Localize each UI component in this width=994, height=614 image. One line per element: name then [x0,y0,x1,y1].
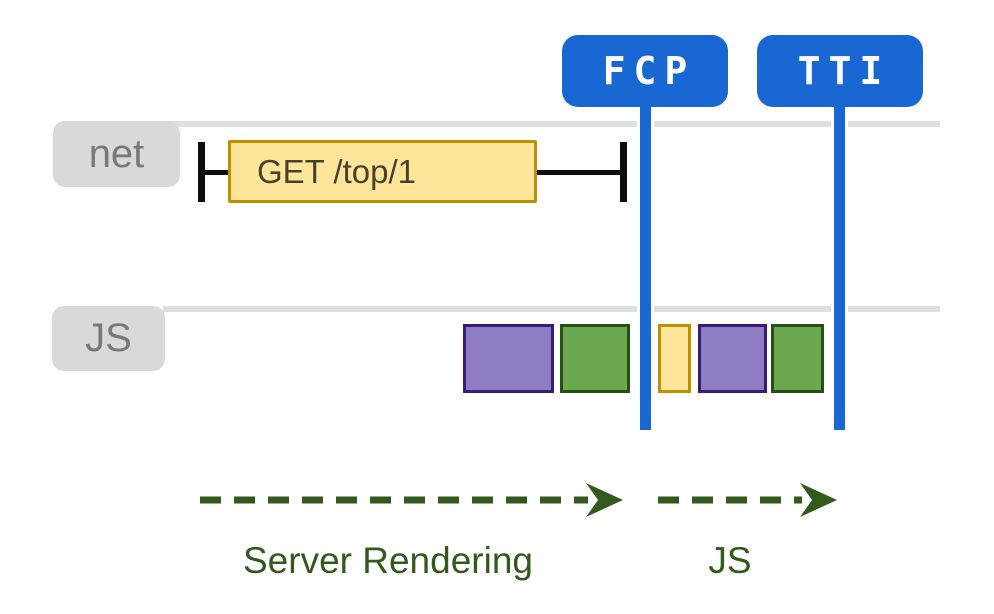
net-lane-line [168,121,940,127]
js-task-block-green-1 [560,324,630,393]
js-lane-label-text: JS [85,316,132,360]
fcp-badge: FCP [562,35,728,107]
tti-marker-line [831,100,848,430]
request-start-tick [198,142,205,202]
fcp-badge-label: FCP [602,49,696,93]
net-lane-label: net [53,121,180,187]
js-task-block-yellow-1 [658,324,691,393]
js-arrow-head [800,483,837,517]
phase-arrows [200,483,837,517]
fcp-marker-line [637,100,654,430]
js-task-block-purple-2 [698,324,767,393]
network-request-box: GET /top/1 [228,140,537,203]
js-task-block-green-2 [771,324,824,393]
js-lane-label: JS [52,306,165,371]
request-end-tick [620,142,627,202]
js-phase-label: JS [708,540,752,581]
network-request-label: GET /top/1 [257,152,416,190]
server-rendering-arrow-head [586,483,623,517]
js-lane-line [163,306,940,312]
tti-badge-label: TTI [797,49,891,93]
js-task-block-purple-1 [463,324,554,393]
server-rendering-phase-label: Server Rendering [243,540,533,581]
tti-badge: TTI [757,35,923,107]
net-lane-label-text: net [88,131,145,176]
